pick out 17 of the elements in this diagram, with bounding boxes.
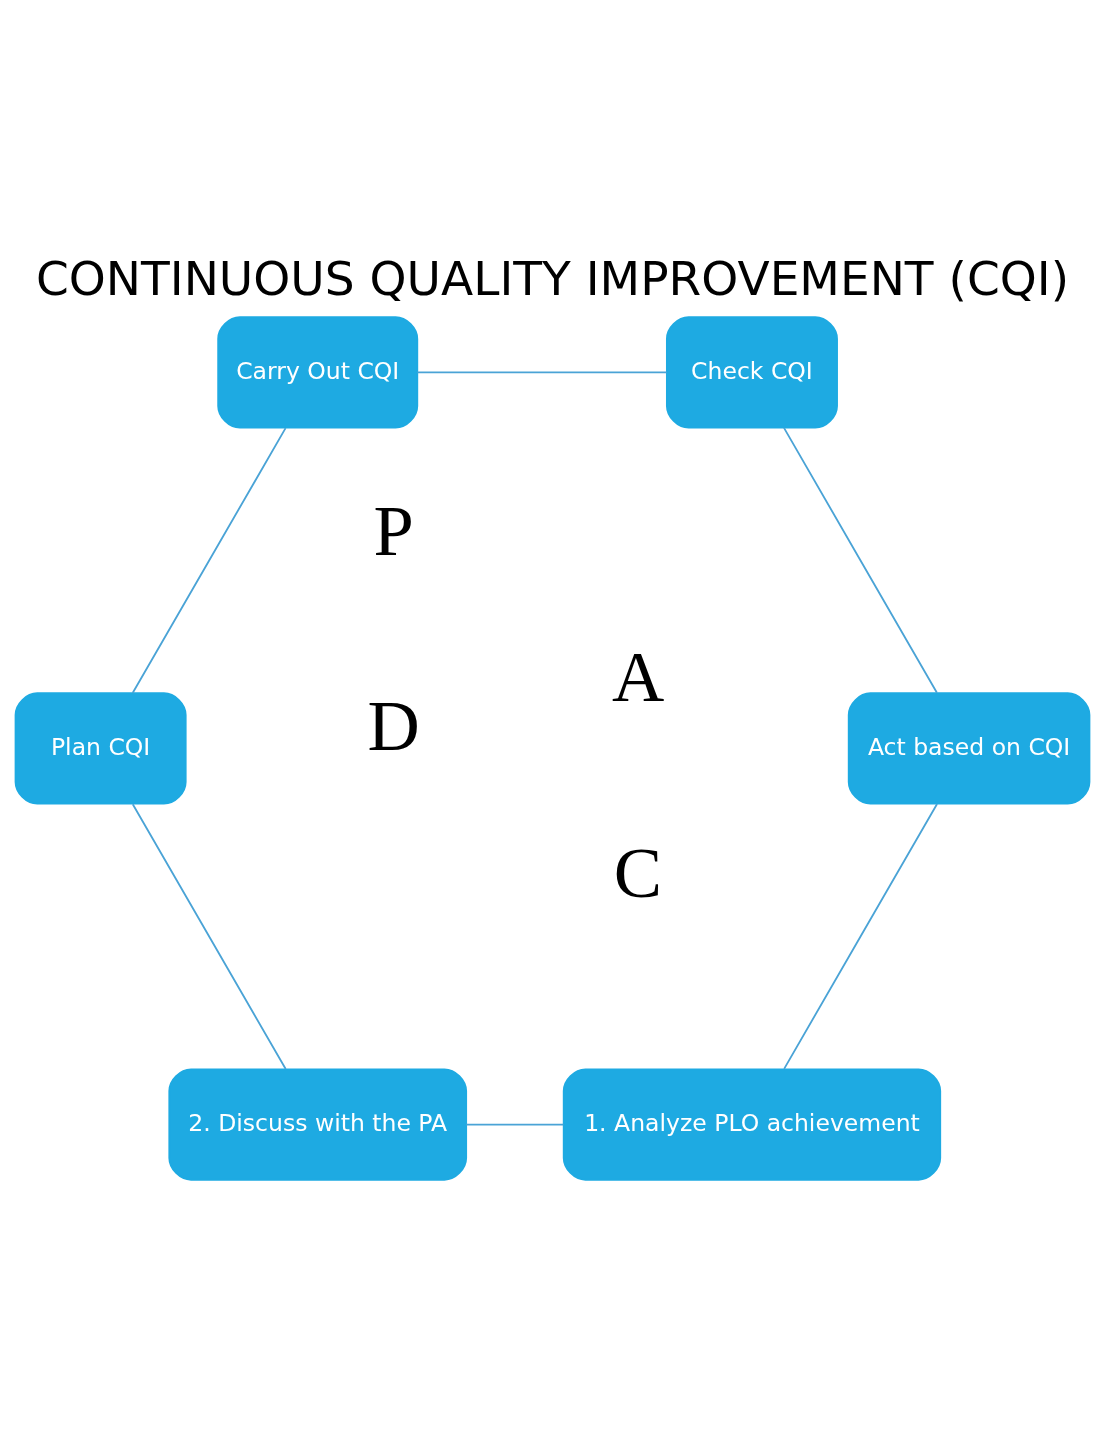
connector xyxy=(416,371,668,374)
connector xyxy=(783,803,938,1070)
node-box: Plan CQI xyxy=(14,692,187,805)
connector xyxy=(131,803,287,1070)
node-box: 1. Analyze PLO achievement xyxy=(562,1068,942,1181)
label: C xyxy=(613,831,663,913)
label: D xyxy=(367,685,420,767)
diagram-title: CONTINUOUS QUALITY IMPROVEMENT (CQI) xyxy=(35,251,1070,307)
connector xyxy=(131,427,287,694)
node-box: Carry Out CQI xyxy=(217,316,419,429)
connector xyxy=(783,427,938,694)
connector xyxy=(465,1123,565,1126)
label: A xyxy=(611,636,665,718)
node-box: Act based on CQI xyxy=(847,692,1091,805)
node-box: Check CQI xyxy=(666,316,838,429)
node-box: 2. Discuss with the PA xyxy=(168,1068,468,1181)
label: P xyxy=(373,489,414,571)
